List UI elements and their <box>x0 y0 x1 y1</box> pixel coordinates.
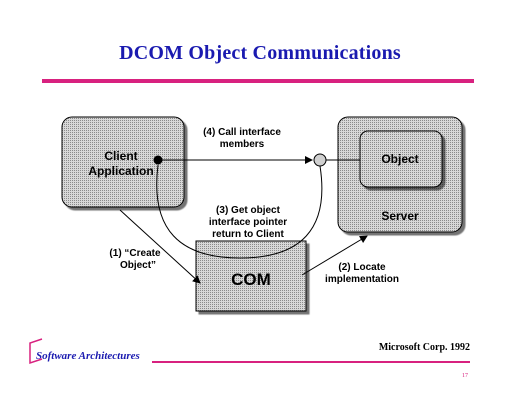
step4-label-line1: (4) Call interface <box>203 127 281 138</box>
object-label: Object <box>381 152 418 166</box>
com-box <box>195 240 307 312</box>
client-pointer-dot <box>153 155 163 165</box>
step2-label-line2: implementation <box>325 274 399 285</box>
interface-circle <box>313 153 327 167</box>
step3-label-line2: interface pointer <box>209 217 287 228</box>
footer-rule <box>152 361 470 363</box>
title-rule <box>42 79 474 83</box>
client-application-box <box>61 116 185 208</box>
server-label: Server <box>381 209 419 223</box>
footer-credit: Microsoft Corp. 1992 <box>378 342 470 353</box>
step4-label-line2: members <box>220 139 265 150</box>
step1-label-line2: Object” <box>120 260 156 271</box>
object-box <box>359 130 443 188</box>
step3-label-line1: (3) Get object <box>216 205 281 216</box>
page-number: 17 <box>462 373 468 379</box>
create-object-arrow <box>119 209 201 284</box>
software-architectures-logo-icon <box>29 338 43 365</box>
step1-label-line1: (1) “Create <box>109 248 161 259</box>
client-label-line1: Client <box>104 149 137 163</box>
com-label: COM <box>231 270 271 289</box>
return-pointer-curve <box>156 164 323 259</box>
step3-label-line3: return to Client <box>212 229 284 240</box>
step2-label-line1: (2) Locate <box>338 262 386 273</box>
footer-brand: Software Architectures <box>36 350 140 362</box>
slide-title: DCOM Object Communications <box>119 42 401 64</box>
locate-implementation-arrow <box>301 235 368 276</box>
client-label-line2: Application <box>88 164 153 178</box>
